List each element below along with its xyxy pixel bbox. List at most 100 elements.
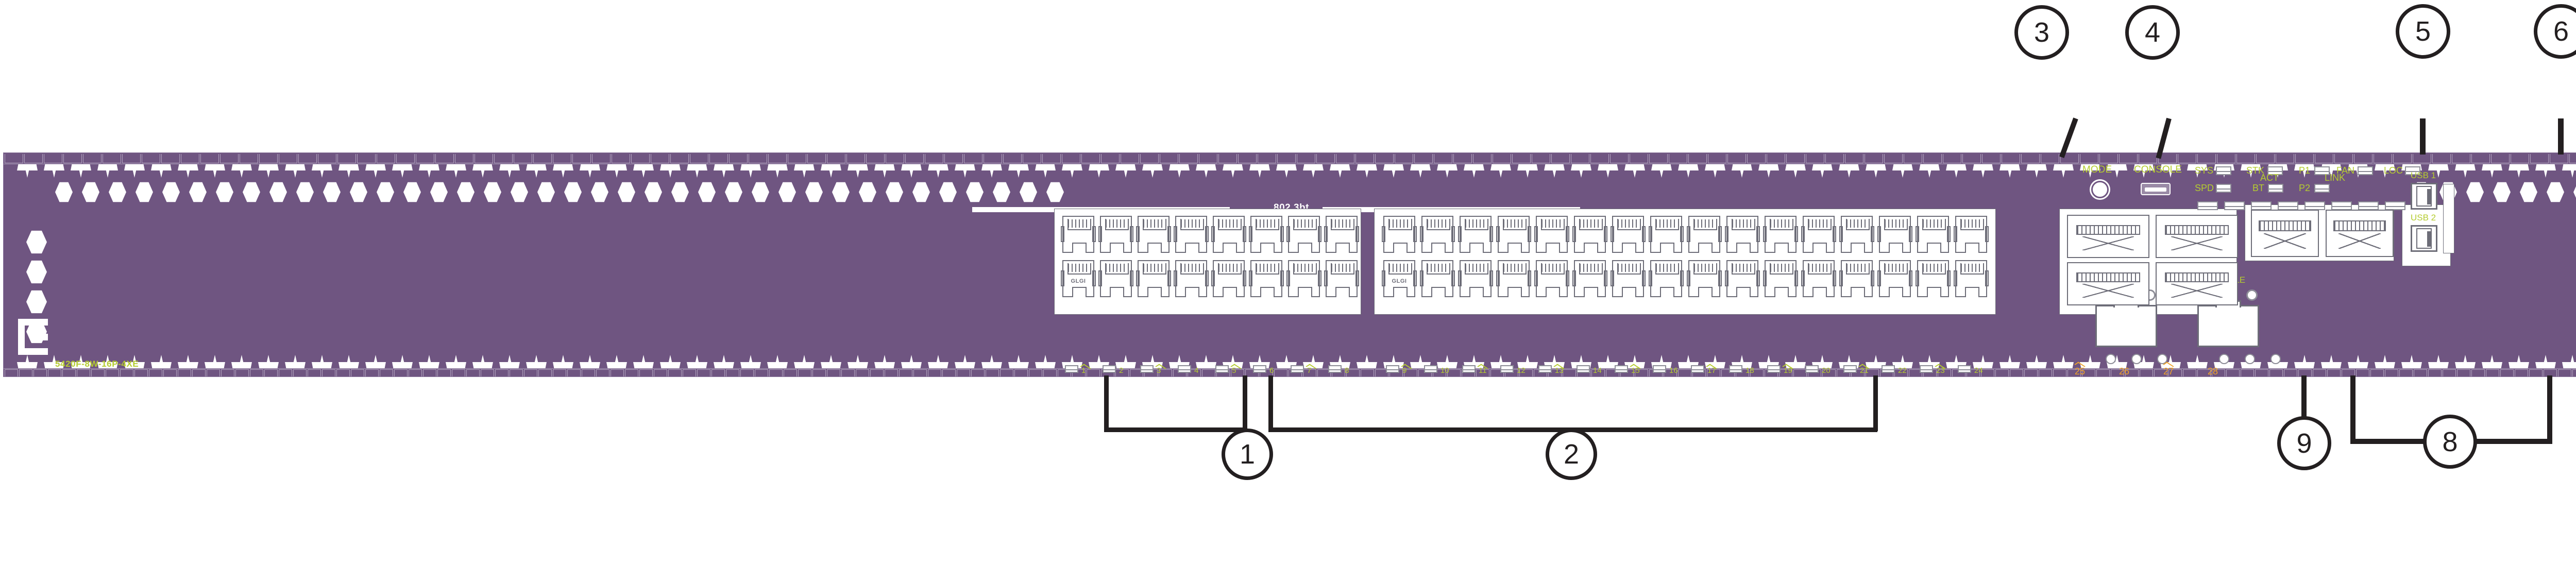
rj45-port[interactable] (1174, 216, 1209, 253)
rj45-port[interactable] (1496, 260, 1531, 297)
dome-vent (2026, 355, 2047, 368)
sfp-plus-cage[interactable] (2067, 215, 2149, 258)
vent-slot (396, 154, 415, 163)
callout-1-leader (1243, 375, 1247, 431)
vent-slot (1303, 369, 1316, 376)
vent-slot (1218, 154, 1237, 163)
rj45-port[interactable] (1061, 216, 1096, 253)
dome-vent (1035, 164, 1056, 178)
panel-screw (2270, 354, 2281, 364)
rj45-port[interactable] (1211, 216, 1246, 253)
usb1-port[interactable] (2411, 183, 2437, 210)
rj45-port[interactable] (1174, 260, 1209, 297)
vent-slot (925, 154, 943, 163)
sfp-plus-cage[interactable] (2156, 215, 2238, 258)
mgmt-rj45-port[interactable] (2095, 300, 2157, 347)
rj45-port[interactable] (1687, 260, 1722, 297)
rj45-port[interactable] (1916, 216, 1951, 253)
rj45-port[interactable] (1801, 216, 1836, 253)
callout-9[interactable]: 9 (2277, 416, 2331, 470)
hex-vent (511, 182, 528, 202)
rj45-port[interactable] (1572, 260, 1607, 297)
rj45-port[interactable] (1420, 260, 1455, 297)
rj45-port[interactable] (1286, 216, 1321, 253)
callout-2[interactable]: 2 (1546, 429, 1597, 480)
usb2-port[interactable] (2411, 225, 2437, 252)
vent-slot (1493, 154, 1511, 163)
vent-slot (1260, 369, 1273, 376)
status-led-label-loc: LOC (2384, 165, 2403, 176)
rj45-port[interactable] (1458, 216, 1493, 253)
vent-slot (481, 369, 494, 376)
rj45-port[interactable] (1916, 260, 1951, 297)
console-micro-usb-port[interactable] (2141, 183, 2171, 195)
rj45-port[interactable] (1458, 260, 1493, 297)
callout-8[interactable]: 8 (2423, 415, 2477, 469)
vent-slot (2354, 154, 2372, 163)
mode-button[interactable] (2091, 181, 2109, 198)
vent-slot (2550, 154, 2568, 163)
status-led-label-p1: P1 (2299, 165, 2311, 176)
callout-6[interactable]: 6 (2534, 4, 2576, 59)
callout-1[interactable]: 1 (1222, 429, 1273, 480)
rj45-port[interactable] (1249, 216, 1284, 253)
dome-vent (1517, 164, 1538, 178)
rj45-port[interactable] (1286, 260, 1321, 297)
vent-slot (2197, 369, 2211, 376)
rj45-port[interactable] (1763, 216, 1798, 253)
vent-slot (2096, 369, 2110, 376)
port-number-label: 5 (1232, 366, 1236, 375)
port-number-label: 18 (1745, 366, 1754, 375)
rj45-port[interactable] (1839, 216, 1874, 253)
rj45-port[interactable] (1249, 260, 1284, 297)
rj45-port[interactable] (1534, 260, 1569, 297)
rj45-port[interactable] (1098, 260, 1133, 297)
rj45-port[interactable]: GLGI (1382, 260, 1417, 297)
rj45-port[interactable] (1611, 260, 1646, 297)
rj45-port[interactable] (1725, 260, 1760, 297)
dome-vent (1089, 164, 1109, 178)
port-number-label: 17 (1707, 366, 1716, 375)
dome-vent (1196, 164, 1216, 178)
rj45-port[interactable] (1324, 216, 1359, 253)
left-hex-vent (26, 320, 47, 344)
rj45-port[interactable] (1687, 216, 1722, 253)
rj45-port[interactable] (1877, 260, 1912, 297)
console-rj45-port[interactable] (2197, 300, 2259, 347)
vent-slot (377, 154, 395, 163)
rj45-port[interactable] (1954, 260, 1989, 297)
rj45-port[interactable] (1572, 216, 1607, 253)
vent-slot (1571, 154, 1589, 163)
hex-vent (484, 182, 501, 202)
sfp-plus-cage[interactable] (2067, 262, 2149, 305)
rj45-port[interactable] (1496, 216, 1531, 253)
vent-slot (2178, 154, 2196, 163)
rj45-port[interactable] (1324, 260, 1359, 297)
rj45-port[interactable] (1763, 260, 1798, 297)
rj45-port[interactable] (1211, 260, 1246, 297)
rj45-port[interactable] (1649, 260, 1684, 297)
rj45-port[interactable] (1725, 216, 1760, 253)
dome-vent (446, 164, 466, 178)
rj45-port[interactable] (1954, 216, 1989, 253)
rj45-port[interactable]: GLGI (1061, 260, 1096, 297)
uplink-sfp-cage[interactable] (2251, 210, 2319, 257)
rj45-port[interactable] (1534, 216, 1569, 253)
callout-3[interactable]: 3 (2014, 5, 2069, 60)
uplink-sfp-cage[interactable] (2326, 210, 2394, 257)
rj45-port[interactable] (1877, 216, 1912, 253)
rj45-port[interactable] (1098, 216, 1133, 253)
rj45-port[interactable] (1136, 260, 1171, 297)
rj45-port[interactable] (1611, 216, 1646, 253)
callout-5[interactable]: 5 (2396, 4, 2450, 59)
rj45-port[interactable] (1382, 216, 1417, 253)
callout-4[interactable]: 4 (2125, 5, 2180, 60)
rj45-port[interactable] (1839, 260, 1874, 297)
status-led-label-p2: P2 (2299, 183, 2311, 193)
sfp-plus-cage[interactable] (2156, 262, 2238, 305)
rj45-port[interactable] (1801, 260, 1836, 297)
rj45-port[interactable] (1136, 216, 1171, 253)
dome-vent (231, 164, 252, 178)
rj45-port[interactable] (1420, 216, 1455, 253)
rj45-port[interactable] (1649, 216, 1684, 253)
